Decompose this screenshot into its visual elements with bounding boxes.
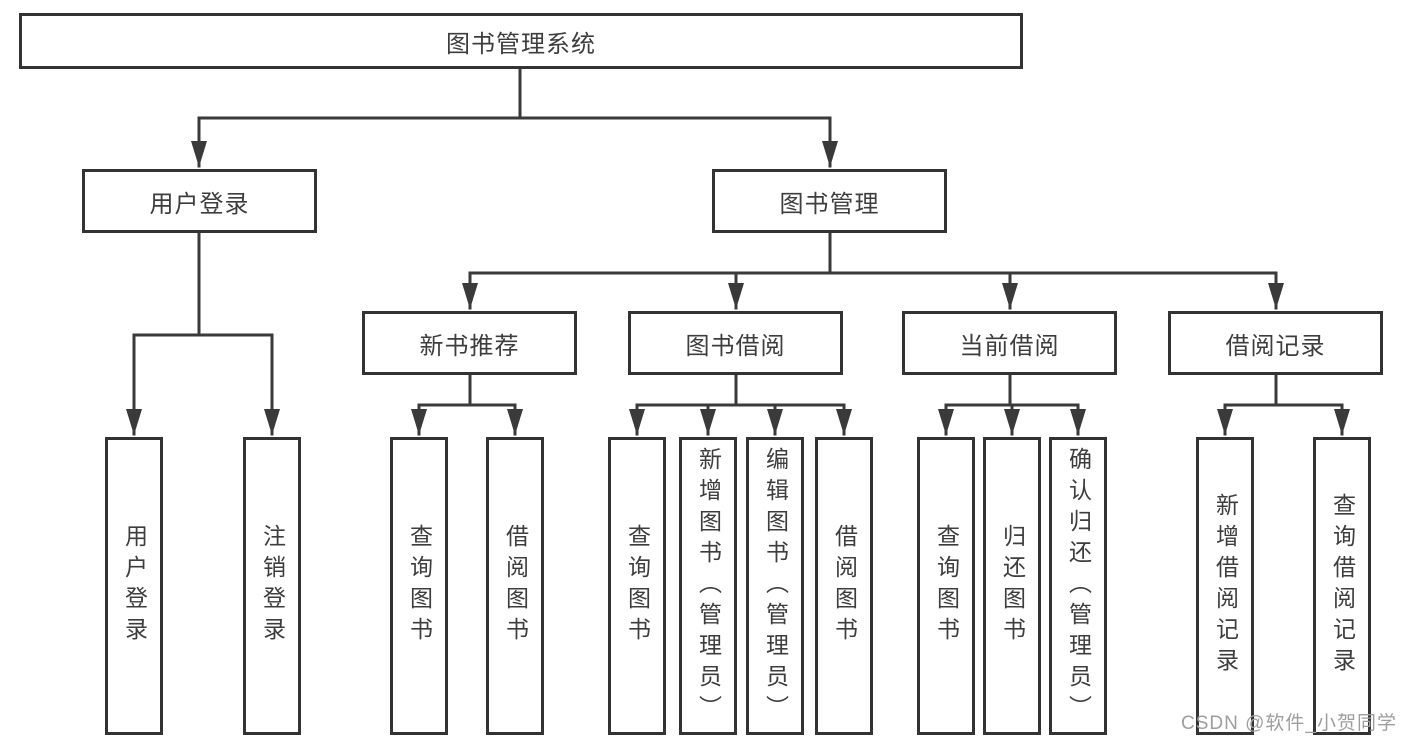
node-label: 当前借阅 [959,332,1060,360]
node-label: 图书管理 [779,190,880,218]
node-label: 图书管理系统 [446,30,596,58]
node-label: 借阅记录 [1225,332,1326,360]
node-leaf-cb-confirm-return-admin: 确认归还（管理员） [1049,437,1107,735]
node-leaf-bb-borrow-books: 借阅图书 [815,437,873,735]
node-leaf-br-add-record: 新增借阅记录 [1196,437,1254,735]
node-leaf-user-login: 用户登录 [105,437,163,735]
node-book-management: 图书管理 [712,169,947,233]
node-leaf-bb-query-books: 查询图书 [608,437,666,735]
node-leaf-cb-query-books: 查询图书 [917,437,975,735]
csdn-watermark: CSDN @软件_小贺同学 [1181,713,1397,734]
node-label: 查询图书 [933,524,960,648]
node-label: 图书借阅 [685,332,786,360]
node-leaf-nbr-borrow-books: 借阅图书 [486,437,544,735]
node-leaf-bb-edit-books-admin: 编辑图书（管理员） [746,437,804,735]
node-label: 借阅图书 [831,524,858,648]
node-label: 归还图书 [999,524,1026,648]
node-label: 查询图书 [624,524,651,648]
node-label: 用户登录 [149,190,250,218]
node-leaf-logout: 注销登录 [243,437,301,735]
node-label: 新增借阅记录 [1212,493,1239,679]
node-borrowing-records: 借阅记录 [1168,311,1383,375]
node-leaf-nbr-query-books: 查询图书 [390,437,448,735]
node-current-borrowing: 当前借阅 [902,311,1117,375]
node-new-book-recommend: 新书推荐 [362,311,577,375]
node-leaf-bb-add-books-admin: 新增图书（管理员） [679,437,737,735]
node-label: 用户登录 [121,524,148,648]
node-label: 确认归还（管理员） [1065,446,1092,726]
node-label: 新增图书（管理员） [695,446,722,726]
node-leaf-br-query-record: 查询借阅记录 [1313,437,1371,735]
node-label: 借阅图书 [502,524,529,648]
node-label: 编辑图书（管理员） [762,446,789,726]
node-library-management-system: 图书管理系统 [19,13,1023,69]
node-book-borrowing: 图书借阅 [628,311,843,375]
node-label: 查询借阅记录 [1329,493,1356,679]
node-leaf-cb-return-books: 归还图书 [983,437,1041,735]
node-label: 查询图书 [406,524,433,648]
node-label: 新书推荐 [419,332,520,360]
node-user-login: 用户登录 [82,169,317,233]
node-label: 注销登录 [259,524,286,648]
